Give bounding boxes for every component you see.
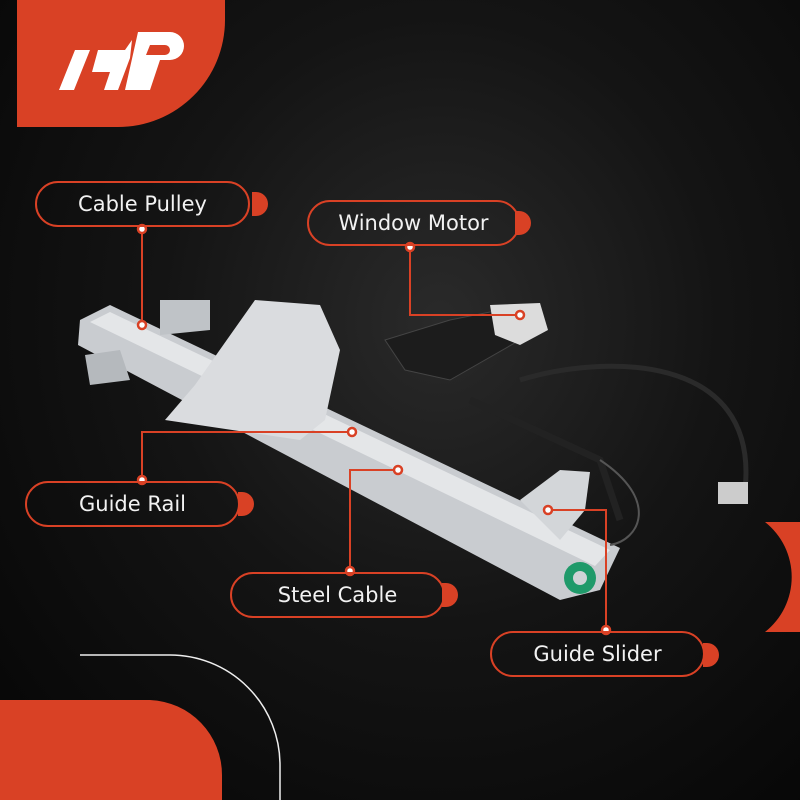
label-text: Steel Cable bbox=[277, 583, 398, 607]
label-text: Guide Slider bbox=[533, 642, 662, 666]
label-cap bbox=[252, 192, 268, 216]
label-text: Window Motor bbox=[338, 211, 489, 235]
label-cap bbox=[703, 643, 719, 667]
brand-logo bbox=[59, 32, 184, 90]
label-guide-rail: Guide Rail bbox=[25, 481, 240, 527]
label-text: Cable Pulley bbox=[78, 192, 207, 216]
label-cap bbox=[515, 211, 531, 235]
corner-shape bbox=[0, 700, 223, 800]
label-cable-pulley: Cable Pulley bbox=[35, 181, 250, 227]
leader-lines bbox=[141, 229, 607, 630]
label-text: Guide Rail bbox=[78, 492, 186, 516]
window-regulator-image bbox=[78, 300, 749, 600]
label-cap bbox=[238, 492, 254, 516]
label-guide-slider: Guide Slider bbox=[490, 631, 705, 677]
label-window-motor: Window Motor bbox=[307, 200, 520, 246]
side-tab bbox=[765, 522, 800, 632]
label-cap bbox=[442, 583, 458, 607]
label-steel-cable: Steel Cable bbox=[230, 572, 445, 618]
